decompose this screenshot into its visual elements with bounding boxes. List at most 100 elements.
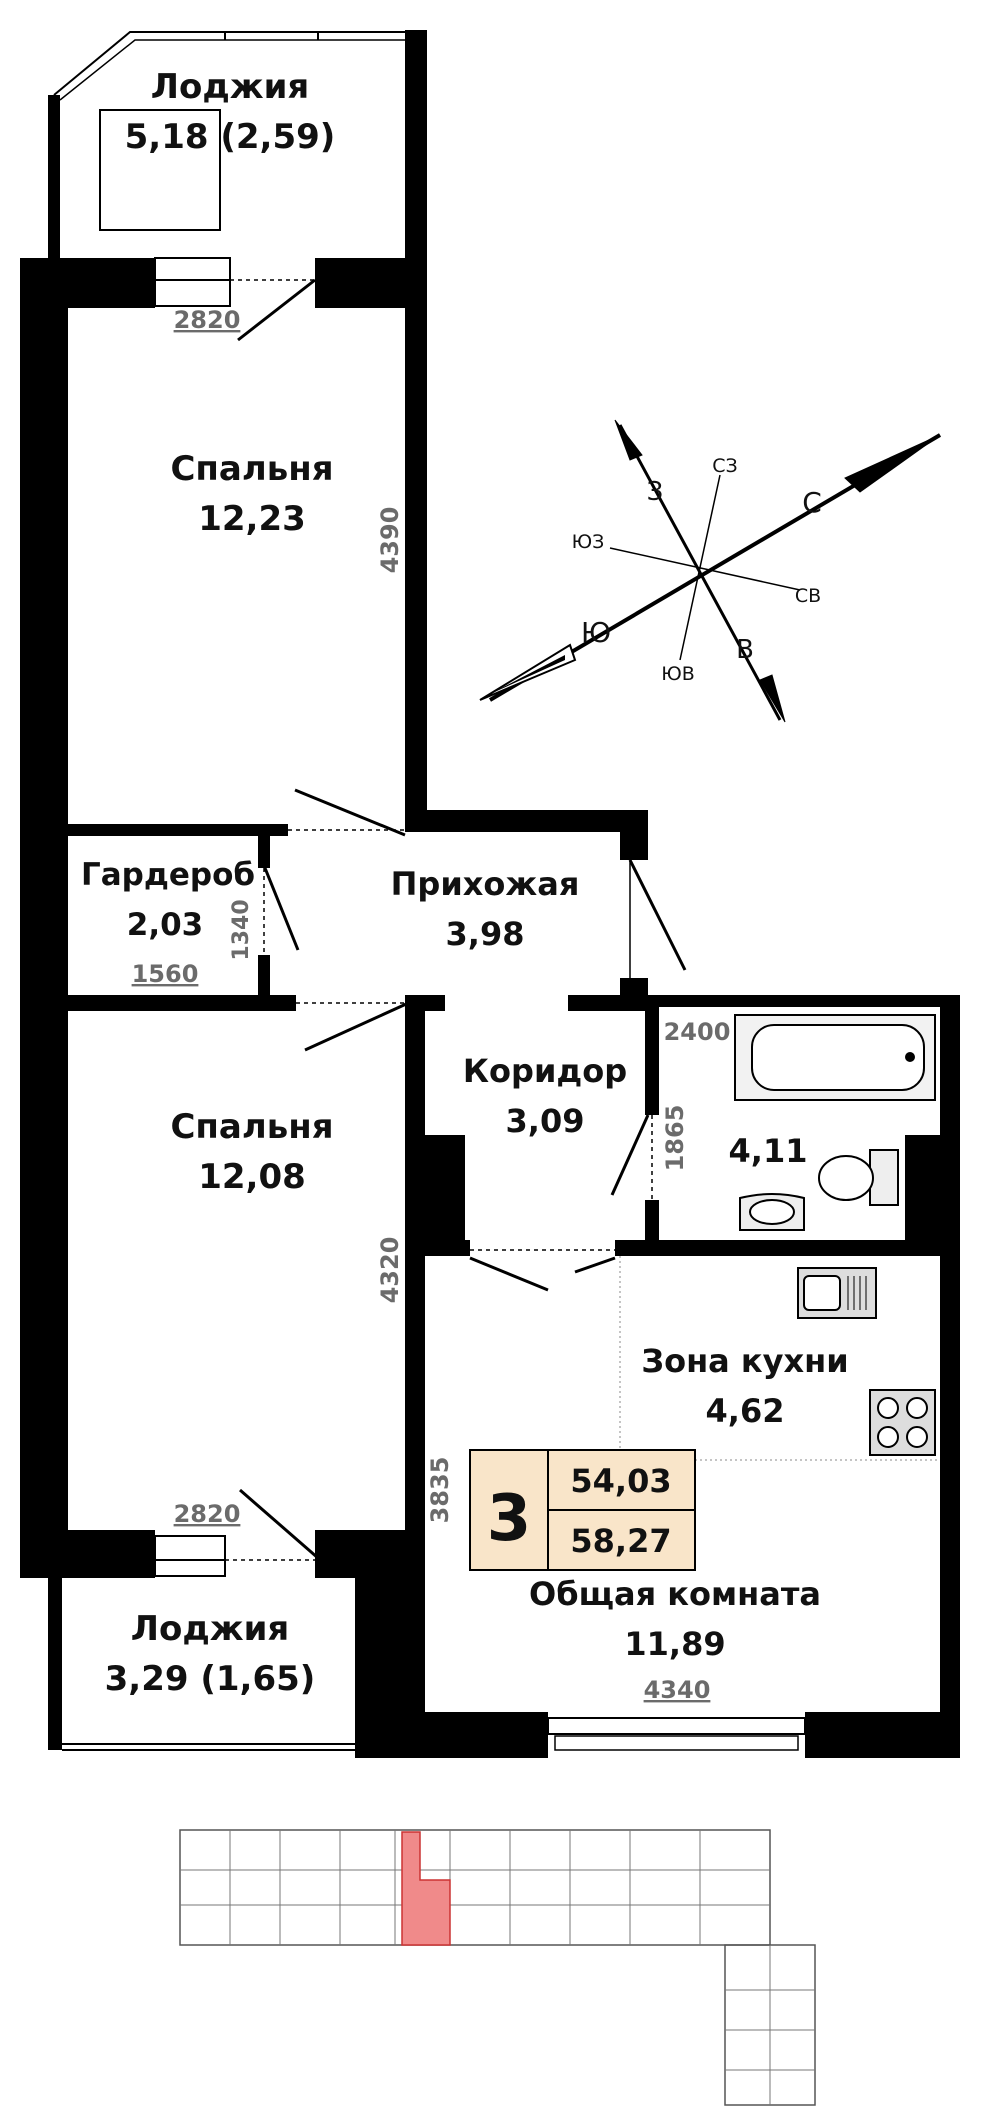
compass-rose: С Ю В З СВ СЗ ЮВ ЮЗ (479, 419, 942, 723)
common-room-window (547, 1717, 806, 1735)
wardrobe-name: Гардероб (81, 857, 255, 893)
compass-sw: ЮЗ (572, 531, 605, 553)
south-arrow-icon (479, 643, 577, 701)
wardrobe-bottom-wall (68, 995, 296, 1011)
corridor-left-column (425, 1135, 465, 1245)
corridor-right-wall-top (645, 995, 659, 1115)
east-arrow-icon (759, 674, 786, 723)
kitchen-zone-outline (619, 1256, 940, 1461)
kitchen-zone-area: 4,62 (706, 1392, 785, 1430)
dim-wardrobe-width: 1560 (132, 960, 199, 988)
compass-n: С (802, 486, 822, 519)
bath-entry-door-leaf (628, 859, 687, 971)
dimension-labels: 2820 4390 1340 1560 2400 1865 4320 2820 … (132, 306, 731, 1704)
bedroom1-name: Спальня (170, 449, 333, 489)
compass-sw-ne-axis (609, 547, 801, 591)
bathroom-bottom-wall-left (425, 1240, 470, 1256)
living-area: 54,03 (570, 1462, 671, 1500)
kitchen-door-leaf-right (574, 1256, 616, 1274)
bedroom1-area: 12,23 (198, 499, 306, 539)
loggia-bottom-left-wall (48, 1578, 62, 1750)
bedroom2-door-leaf (304, 998, 416, 1052)
common-room-window-sill (554, 1735, 799, 1751)
compass-ne: СВ (795, 585, 821, 607)
wardrobe-right-wall-top (258, 836, 270, 868)
bedroom2-right-wall (405, 995, 425, 1595)
key-plan-highlighted-unit (401, 1831, 451, 1946)
balcony-door-top (154, 257, 231, 307)
north-arrow-icon (844, 434, 941, 493)
loggia-top-area: 5,18 (2,59) (125, 117, 336, 157)
dim-common-room-width: 4340 (644, 1676, 711, 1704)
compass-ew-axis (618, 424, 782, 721)
bathroom-bottom-wall (615, 1240, 960, 1256)
loggia-top-left-wall (48, 95, 60, 258)
burner-icon (877, 1397, 899, 1419)
left-outer-wall (20, 258, 68, 1578)
compass-nw: СЗ (712, 455, 737, 477)
bathroom-right-column (905, 1135, 960, 1245)
right-outer-wall (940, 995, 960, 1755)
bedroom2-area: 12,08 (198, 1157, 306, 1197)
corridor-name: Коридор (463, 1052, 627, 1090)
bedroom2-bottom-wall-right (315, 1530, 425, 1578)
walls (20, 30, 960, 1758)
key-plan-partitions (180, 1830, 815, 2105)
rooms-count: 3 (487, 1482, 532, 1556)
bathroom-top-wall (648, 995, 960, 1007)
burner-icon (906, 1426, 928, 1448)
loggia-top-name: Лоджия (151, 67, 310, 107)
bedroom1-door-leaf (294, 788, 406, 837)
compass-w: З (647, 477, 664, 507)
hallway-right-wall-top (620, 810, 648, 860)
bathtub-inner (751, 1024, 925, 1091)
bathroom-area: 4,11 (729, 1132, 808, 1170)
common-room-bottom-wall-right (805, 1712, 960, 1758)
dim-bedroom2-length: 4320 (376, 1237, 404, 1304)
compass-se: ЮВ (661, 663, 695, 685)
glazing (53, 31, 806, 1751)
south-arrow-fill (488, 655, 565, 695)
bedroom2-bottom-wall-left (20, 1530, 155, 1578)
table-icon (99, 109, 221, 231)
dim-bath-width: 2400 (664, 1018, 731, 1046)
wardrobe-right-wall-bottom (258, 955, 270, 995)
area-summary-box: 3 54,03 58,27 (469, 1449, 696, 1571)
bedroom2-name: Спальня (170, 1107, 333, 1147)
total-area: 58,27 (570, 1522, 671, 1560)
wardrobe-door-leaf (263, 867, 300, 951)
bedroom1-right-wall (405, 258, 427, 826)
common-room-name: Общая комната (529, 1575, 821, 1613)
loggia-bottom-name: Лоджия (131, 1609, 290, 1649)
hallway-area: 3,98 (446, 915, 525, 953)
loggia-top-right-wall (405, 30, 427, 258)
kitchen-door-leaf-left (469, 1256, 549, 1292)
toilet-icon (818, 1155, 874, 1201)
key-plan-wing-horizontal (179, 1829, 771, 1946)
key-plan (179, 1829, 816, 2106)
compass-e: В (736, 635, 754, 665)
corridor-right-wall-bottom (645, 1200, 659, 1245)
dim-common-room-height: 3835 (426, 1457, 454, 1524)
drainboard-icon (847, 1276, 867, 1310)
door-leaf (239, 1488, 319, 1560)
sink-bowl (749, 1199, 795, 1225)
burner-icon (877, 1426, 899, 1448)
kitchen-zone-name: Зона кухни (641, 1342, 848, 1380)
west-arrow-icon (614, 419, 643, 461)
burner-icon (906, 1397, 928, 1419)
doors (154, 257, 687, 1577)
wardrobe-area: 2,03 (127, 907, 204, 943)
toilet-tank (869, 1149, 899, 1206)
loggia-top-glazing (53, 31, 408, 96)
common-room-bottom-wall-left (378, 1712, 548, 1758)
furniture (99, 109, 936, 1456)
bathroom-door-leaf (610, 1114, 650, 1196)
loggia-bottom-area: 3,29 (1,65) (105, 1659, 316, 1699)
kitchen-sink-bowl (803, 1275, 841, 1311)
stove-icon (869, 1389, 936, 1456)
compass-s: Ю (581, 616, 611, 649)
hallway-name: Прихожая (391, 865, 580, 903)
dim-corridor-width: 1865 (661, 1105, 689, 1172)
